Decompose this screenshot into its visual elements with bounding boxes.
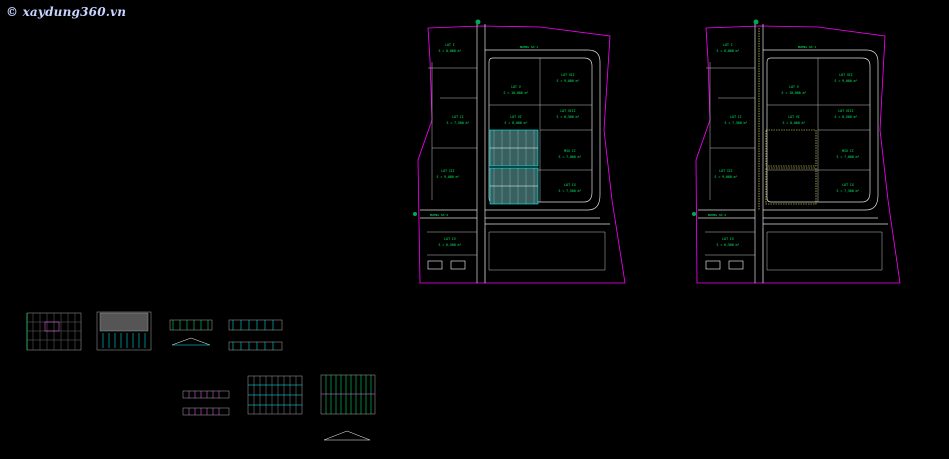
lot-area: S = 7,000 m²	[836, 155, 859, 159]
detail-floor-plan	[26, 312, 82, 351]
lot-area: S = 8,500 m²	[834, 115, 857, 119]
lot-name: LOT II	[730, 115, 742, 119]
lot-name: LOT IX	[842, 183, 854, 187]
lot-area: S = 9,000 m²	[834, 79, 857, 83]
detail-sections	[169, 319, 283, 351]
lot-area: S = 10,000 m²	[504, 91, 529, 95]
lot-name: LOT IV	[722, 237, 734, 241]
lot-name: LOT IV	[444, 237, 456, 241]
road-label: ĐƯỜNG SỐ 2	[708, 212, 726, 217]
warehouse-outline	[758, 28, 817, 210]
site-boundary	[417, 25, 626, 284]
lot-area: S = 7,500 m²	[446, 121, 469, 125]
lot-area: S = 7,500 m²	[724, 121, 747, 125]
lot-area: S = 7,500 m²	[558, 189, 581, 193]
lot-area: S = 9,000 m²	[556, 79, 579, 83]
lot-name: LOT V	[511, 85, 521, 89]
road-label: ĐƯỜNG SỐ 2	[430, 212, 448, 217]
lot-labels: LOT I S = 8,888 m² LOT II S = 7,500 m² LOT…	[430, 43, 582, 247]
lot-name: LOT I	[723, 43, 733, 47]
lot-dividers	[427, 58, 606, 283]
lot-area: S = 7,000 m²	[558, 155, 581, 159]
detail-structure-grid	[247, 375, 303, 415]
watermark-logo: © xaydung360.vn	[6, 5, 127, 19]
lot-name: MIX CC	[842, 149, 854, 153]
lot-area: S = 8,888 m²	[716, 49, 739, 53]
lot-name: LOT III	[441, 169, 455, 173]
lot-area: S = 9,000 m²	[436, 175, 459, 179]
lot-name: MIX CC	[564, 149, 576, 153]
parking-boxes	[705, 260, 744, 270]
detail-elevations	[182, 390, 230, 416]
road-label: ĐƯỜNG SỐ 1	[798, 44, 816, 49]
lot-area: S = 6,500 m²	[716, 243, 739, 247]
lot-dividers	[705, 58, 883, 283]
lot-area: S = 8,000 m²	[504, 121, 527, 125]
lot-name: LOT VII	[839, 73, 853, 77]
lot-name: LOT IX	[564, 183, 576, 187]
lot-area: S = 8,000 m²	[782, 121, 805, 125]
parking-boxes	[427, 260, 466, 270]
lot-name: LOT II	[452, 115, 464, 119]
lot-area: S = 6,500 m²	[438, 243, 461, 247]
lot-area: S = 8,888 m²	[438, 49, 461, 53]
lot-name: LOT V	[789, 85, 799, 89]
lot-name: LOT VII	[561, 73, 575, 77]
lot-area: S = 10,000 m²	[782, 91, 807, 95]
detail-roof-plan	[96, 311, 152, 351]
site-boundary	[695, 25, 901, 284]
lot-name: LOT VI	[788, 115, 800, 119]
lot-name: LOT I	[445, 43, 455, 47]
lot-name: LOT III	[719, 169, 733, 173]
road-label: ĐƯỜNG SỐ 1	[520, 44, 538, 49]
lot-area: S = 7,500 m²	[836, 189, 859, 193]
lot-name: LOT VIII	[560, 109, 575, 113]
lot-name: LOT VI	[510, 115, 522, 119]
lot-labels: LOT I S = 8,888 m² LOT II S = 7,500 m² LOT…	[708, 43, 860, 247]
site-plan-2: LOT I S = 8,888 m² LOT II S = 7,500 m² LOT…	[692, 19, 901, 284]
road-network	[698, 24, 888, 283]
warehouse-blocks	[489, 129, 539, 205]
tree-row	[692, 19, 759, 216]
lot-area: S = 8,500 m²	[556, 115, 579, 119]
detail-drawings	[26, 311, 376, 441]
site-plan-1: LOT I S = 8,888 m² LOT II S = 7,500 m² LOT…	[413, 19, 626, 284]
detail-roof-framing	[320, 374, 376, 441]
tree-row	[413, 19, 481, 216]
lot-area: S = 9,000 m²	[714, 175, 737, 179]
lot-name: LOT VIII	[838, 109, 853, 113]
